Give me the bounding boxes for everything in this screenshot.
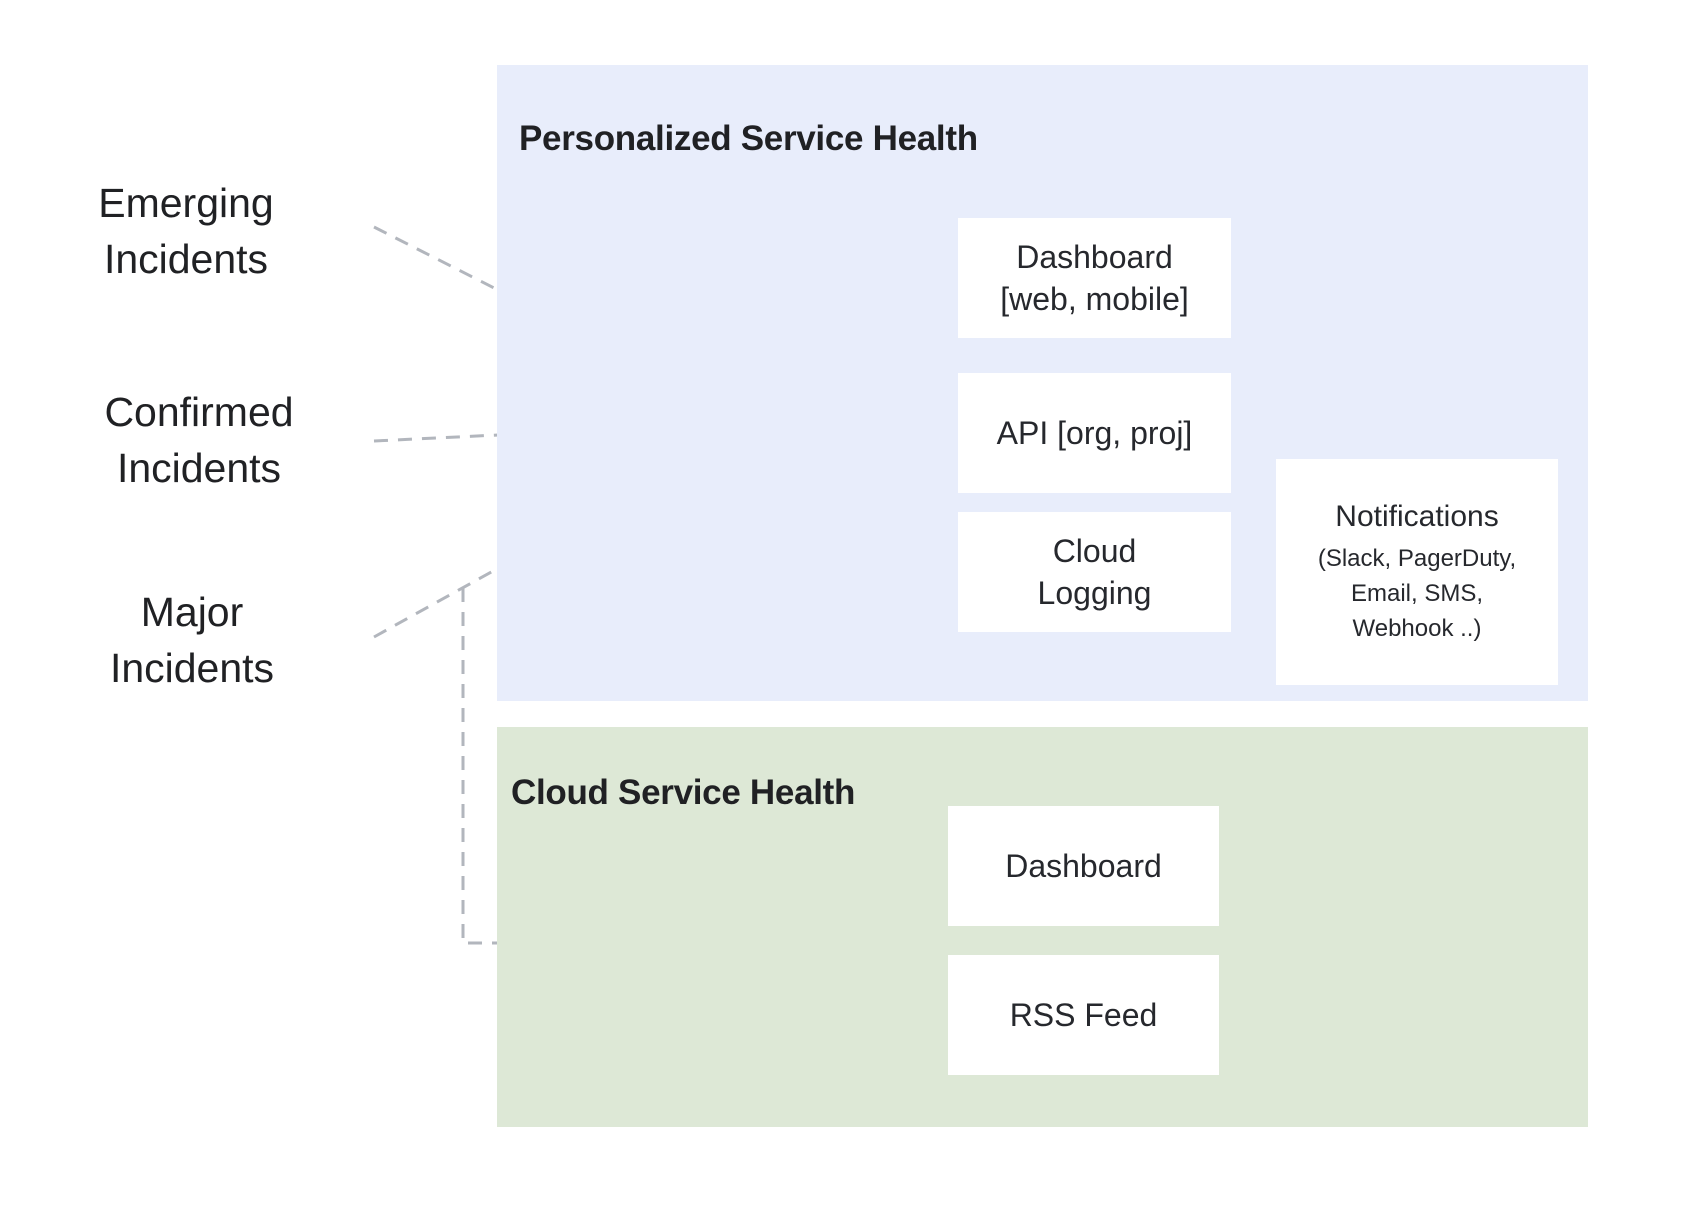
node-rss-feed: RSS Feed	[948, 955, 1219, 1075]
source-label-major-incidents: Major Incidents	[109, 589, 275, 691]
notifications-channels: (Slack, PagerDuty, Email, SMS, Webhook .…	[1317, 545, 1517, 642]
node-dashboard-web-mobile: Dashboard [web, mobile]	[958, 218, 1231, 338]
source-label-emerging-incidents: Emerging Incidents	[98, 180, 274, 282]
source-label-confirmed-incidents: Confirmed Incidents	[104, 389, 294, 491]
notifications-title: Notifications	[1335, 500, 1499, 533]
node-public-dashboard: Dashboard	[948, 806, 1219, 926]
node-cloud-logging: Cloud Logging	[958, 512, 1231, 632]
node-api-org-proj: API [org, proj]	[958, 373, 1231, 493]
personalized-panel-title: Personalized Service Health	[519, 119, 978, 159]
cloud-panel-title: Cloud Service Health	[511, 773, 856, 813]
node-notifications: Notifications (Slack, PagerDuty, Email, …	[1276, 459, 1558, 685]
edge-major-to-hub	[373, 457, 696, 639]
